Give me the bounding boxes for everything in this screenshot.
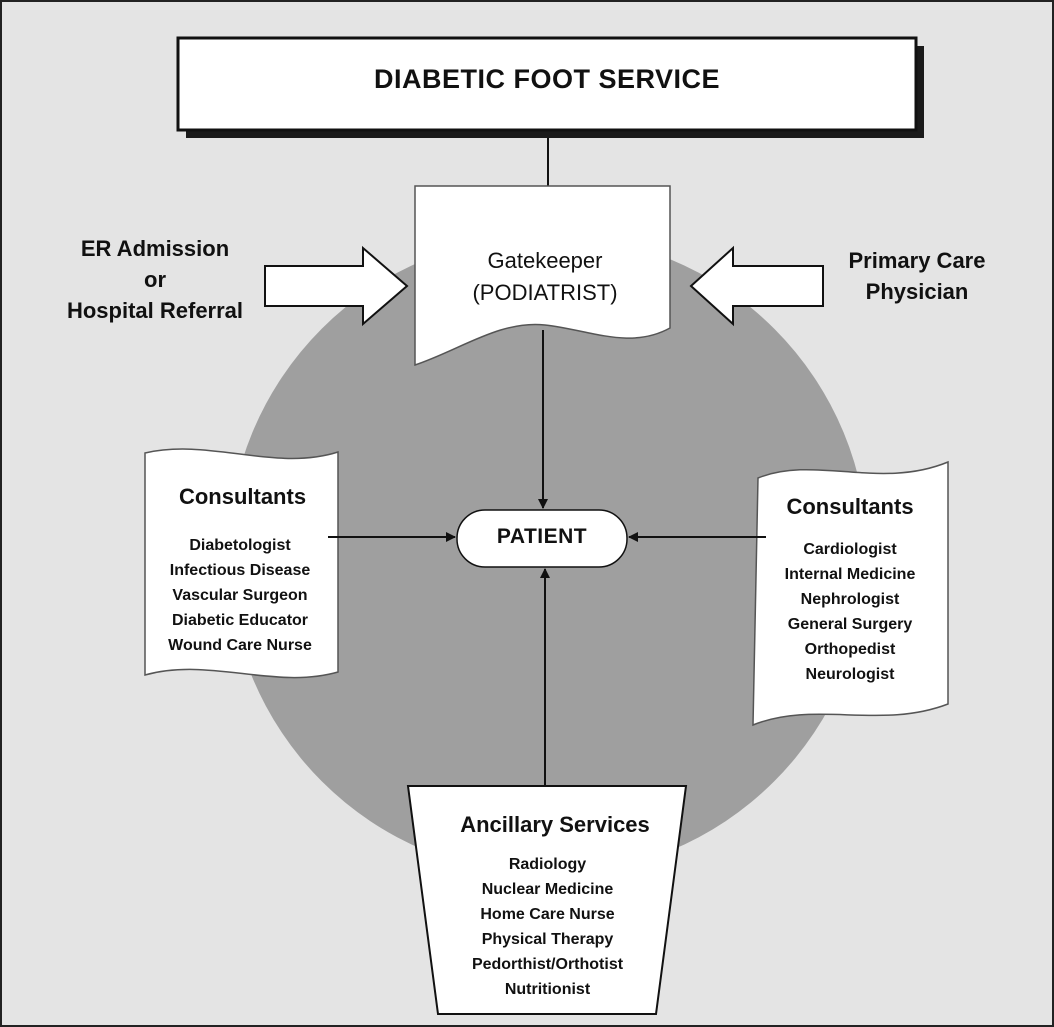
left-input-label: ER Admission or Hospital Referral: [50, 234, 260, 326]
patient-pill: [456, 509, 628, 568]
right-input-block-arrow: [689, 245, 824, 327]
list-item: Infectious Disease: [169, 562, 311, 579]
diagram-title: DIABETIC FOOT SERVICE: [373, 64, 721, 94]
ancillary-services-heading: Ancillary Services: [460, 812, 650, 837]
list-item: Diabetic Educator: [171, 612, 309, 629]
right-consultants-box: [752, 460, 949, 727]
gatekeeper-line: (PODIATRIST): [472, 279, 618, 305]
left-input-line: or: [144, 266, 166, 292]
left-consultants-heading: Consultants: [178, 484, 307, 509]
list-item: Diabetologist: [189, 537, 291, 554]
gatekeeper-line: Gatekeeper: [487, 248, 603, 273]
left-input-line: ER Admission: [80, 236, 230, 261]
right-input-label: Primary Care Physician: [822, 246, 1012, 308]
list-item: Internal Medicine: [784, 566, 916, 583]
right-consultants-heading: Consultants: [786, 494, 914, 519]
list-item: General Surgery: [787, 616, 913, 633]
title-box: [176, 36, 918, 132]
patient-label: PATIENT: [496, 525, 588, 548]
left-consultants-box: [144, 448, 339, 679]
left-consultants-list: Diabetologist Infectious Disease Vascula…: [150, 533, 330, 658]
ancillary-services-box: [406, 785, 688, 1015]
list-item: Vascular Surgeon: [172, 587, 308, 604]
list-item: Physical Therapy: [481, 931, 614, 948]
list-item: Cardiologist: [803, 541, 897, 558]
gatekeeper-box: [414, 185, 671, 367]
list-item: Nuclear Medicine: [481, 881, 614, 898]
gatekeeper-label: Gatekeeper (PODIATRIST): [440, 245, 650, 309]
left-input-block-arrow: [264, 245, 409, 327]
left-input-line: Hospital Referral: [66, 297, 244, 323]
list-item: Orthopedist: [804, 641, 896, 658]
right-input-line: Physician: [865, 278, 969, 304]
list-item: Home Care Nurse: [480, 906, 615, 923]
list-item: Neurologist: [805, 666, 895, 683]
list-item: Wound Care Nurse: [168, 637, 312, 654]
list-item: Nephrologist: [800, 591, 900, 608]
right-input-line: Primary Care: [848, 248, 986, 273]
right-consultants-list: Cardiologist Internal Medicine Nephrolog…: [765, 537, 935, 687]
ancillary-services-list: Radiology Nuclear Medicine Home Care Nur…: [440, 852, 655, 1002]
list-item: Pedorthist/Orthotist: [471, 956, 624, 973]
list-item: Nutritionist: [504, 981, 591, 998]
list-item: Radiology: [508, 856, 587, 873]
